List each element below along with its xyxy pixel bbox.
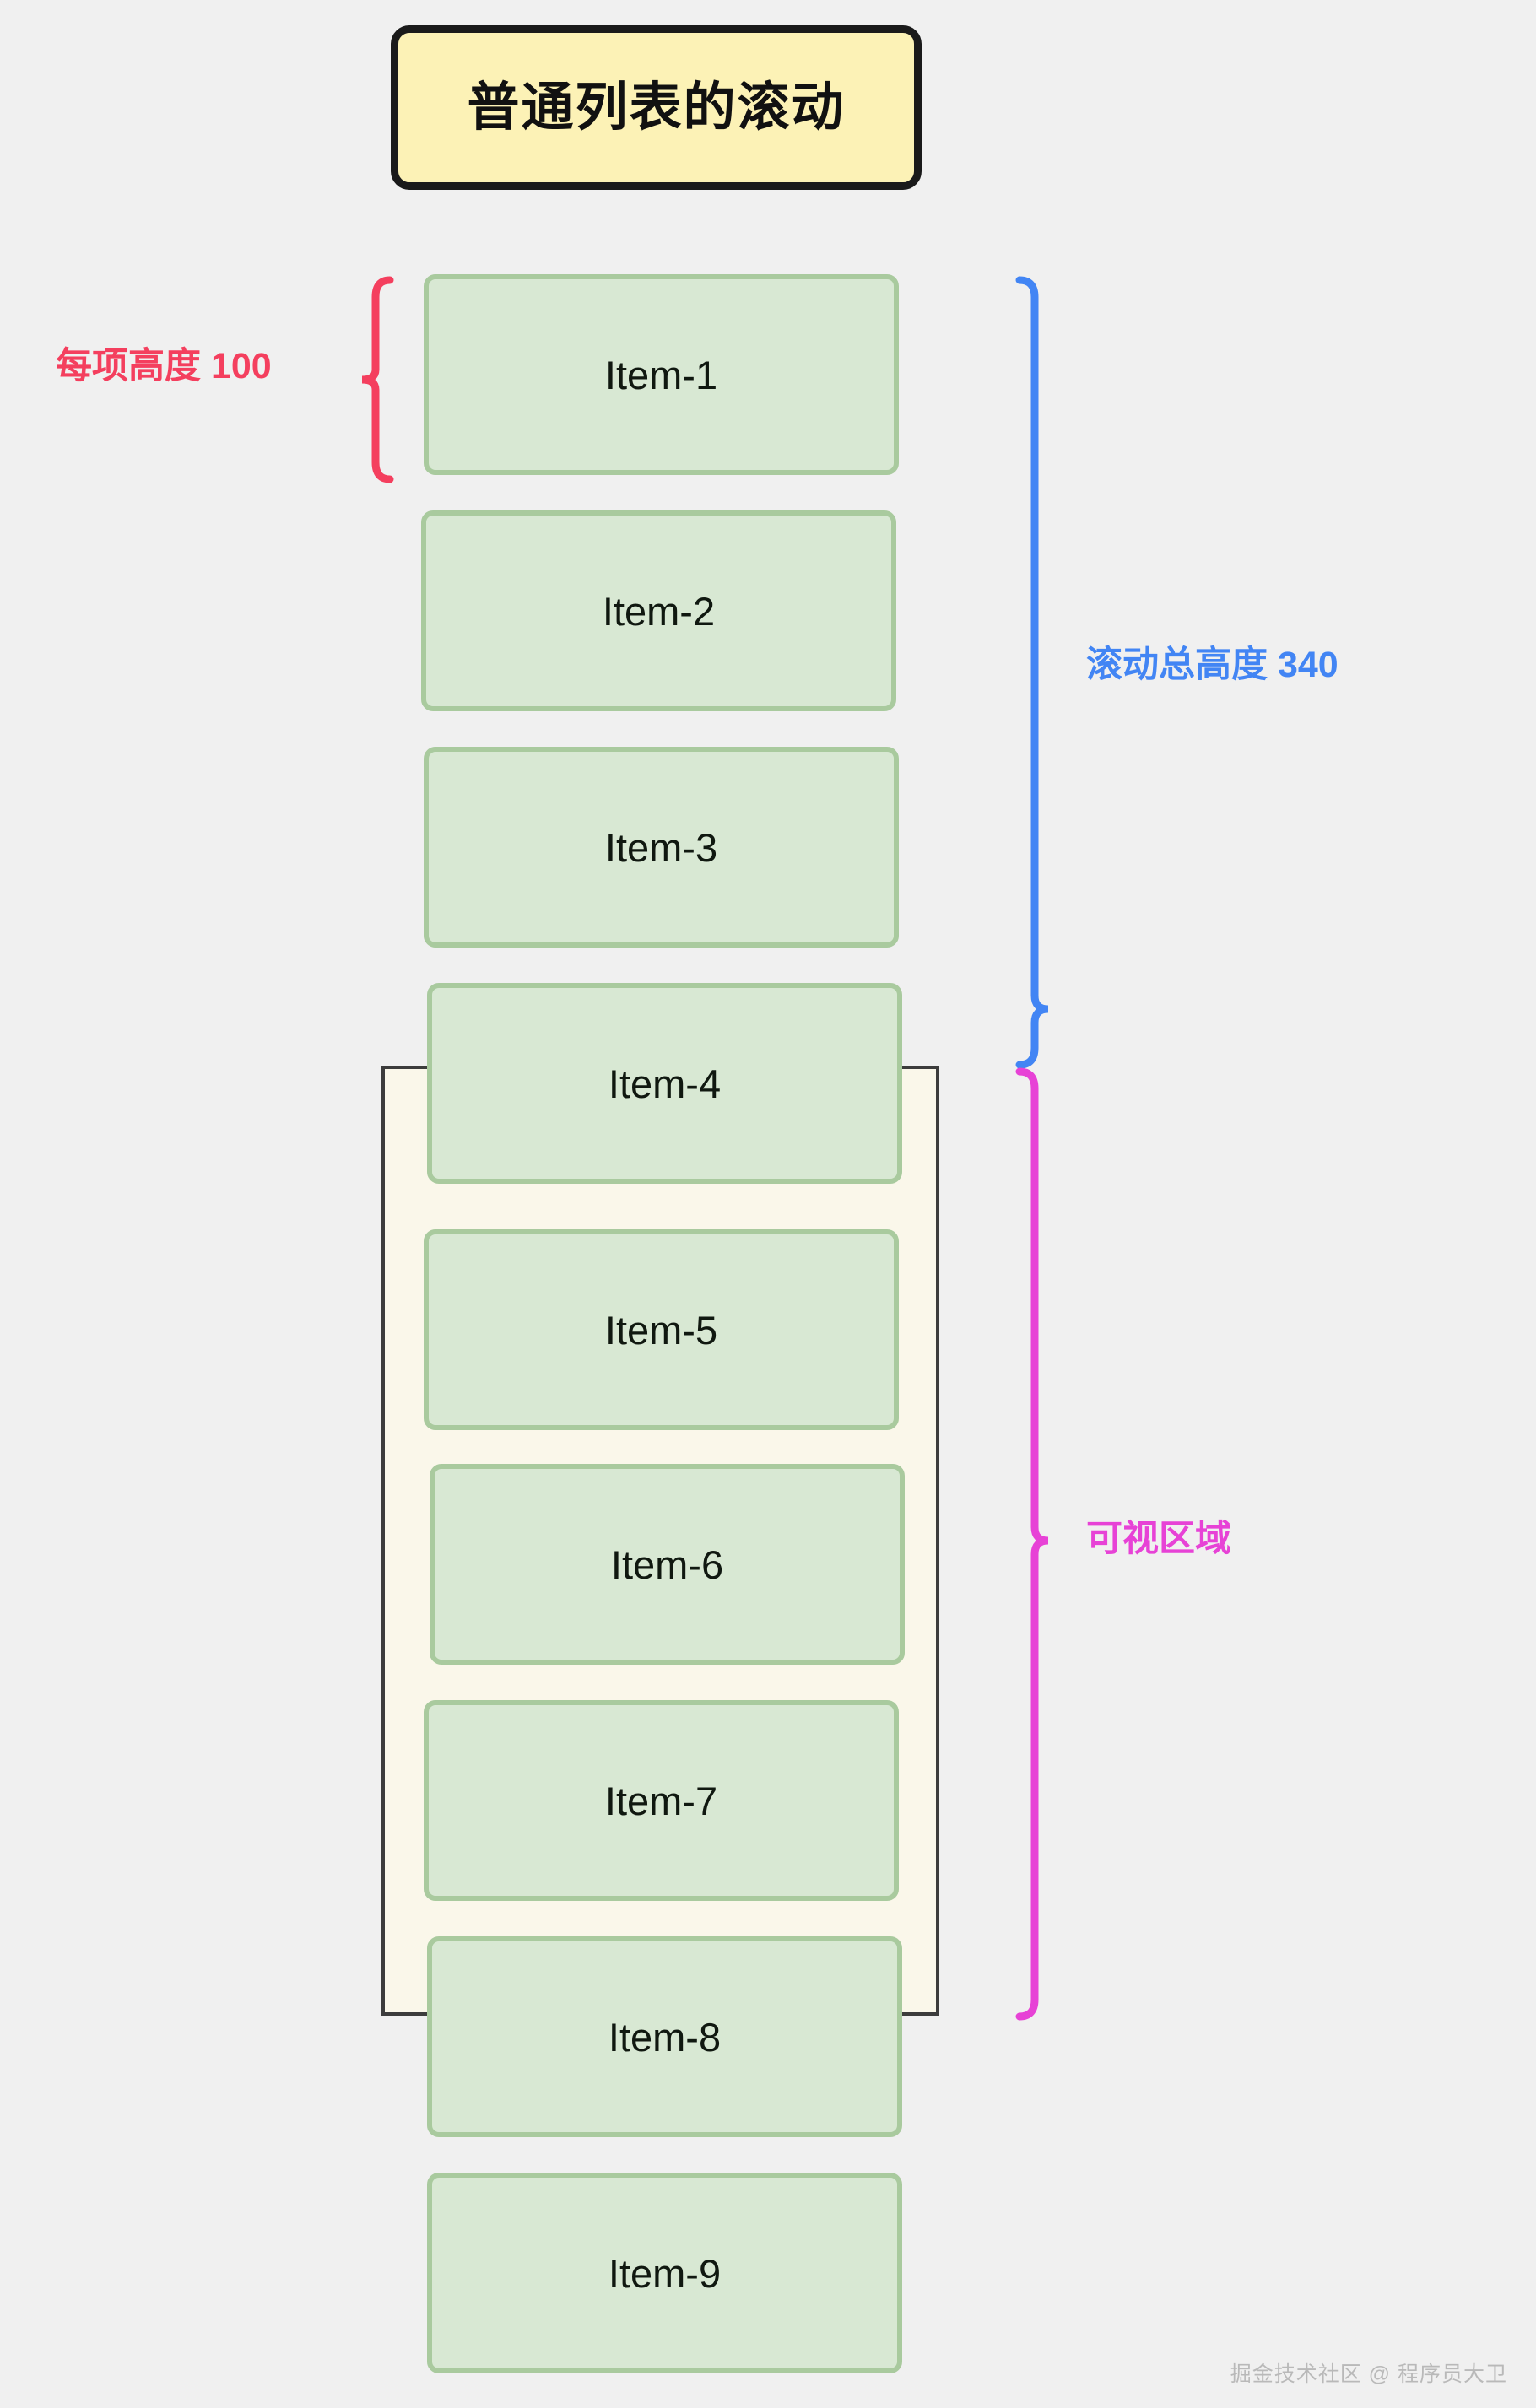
list-item-label: Item-6 — [610, 1541, 724, 1587]
list-item-label: Item-4 — [608, 1061, 722, 1106]
list-item-label: Item-8 — [608, 2014, 722, 2060]
list-item-label: Item-9 — [608, 2250, 722, 2296]
list-item[interactable]: Item-8 — [427, 1936, 902, 2137]
list-item[interactable]: Item-5 — [424, 1229, 899, 1430]
list-item[interactable]: Item-4 — [427, 983, 902, 1184]
list-item-label: Item-3 — [604, 824, 718, 870]
watermark: 掘金技术社区 @ 程序员大卫 — [1230, 2362, 1507, 2386]
annotation-scroll-height: 滚动总高度 340 — [1086, 645, 1339, 685]
annotation-item-height: 每项高度 100 — [56, 346, 272, 386]
list-item-label: Item-7 — [604, 1778, 718, 1823]
annotation-visible-area: 可视区域 — [1086, 1519, 1231, 1559]
diagram-title-text: 普通列表的滚动 — [467, 78, 846, 137]
list-item[interactable]: Item-3 — [424, 747, 899, 948]
list-item-label: Item-5 — [604, 1307, 718, 1352]
list-item[interactable]: Item-6 — [430, 1464, 905, 1665]
list-item[interactable]: Item-7 — [424, 1700, 899, 1901]
list-item[interactable]: Item-1 — [424, 274, 899, 475]
list-item-label: Item-2 — [602, 588, 716, 634]
list-item[interactable]: Item-2 — [421, 510, 896, 711]
list-item[interactable]: Item-9 — [427, 2173, 902, 2373]
diagram-title-box: 普通列表的滚动 — [391, 25, 922, 190]
list-item-label: Item-1 — [604, 352, 718, 397]
